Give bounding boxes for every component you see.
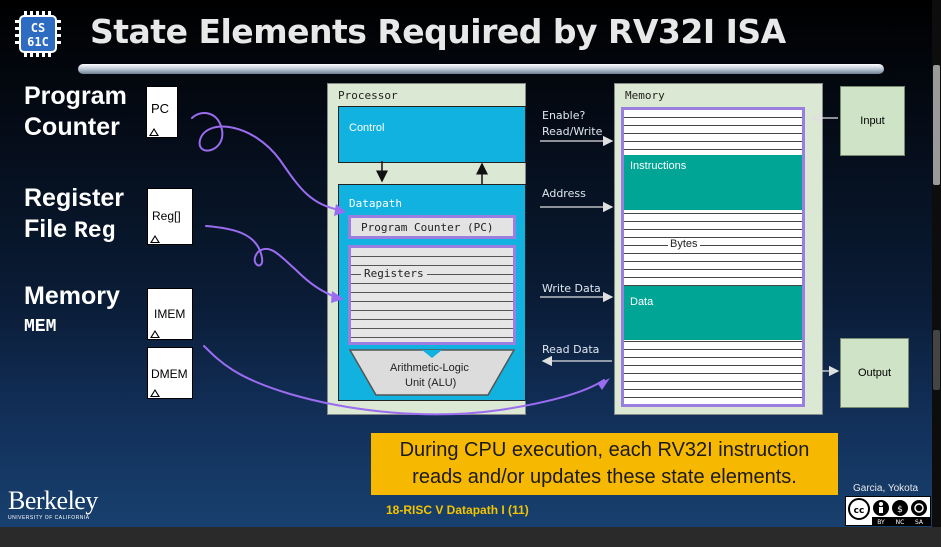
label-counter: Counter <box>24 113 120 141</box>
datapath-label: Datapath <box>349 197 402 210</box>
cc-sa: SA <box>915 519 924 525</box>
processor-title: Processor <box>338 89 398 102</box>
instructions-region: Instructions <box>624 155 802 210</box>
data-region: Data <box>624 286 802 340</box>
cc-text: cc <box>854 506 865 516</box>
imem-box: IMEM <box>147 288 193 340</box>
label-memory: Memory <box>24 282 120 310</box>
cc-icons: cc $ BY NC SA <box>848 498 930 526</box>
control-block: Control <box>338 106 526 163</box>
label-program-counter: Program Counter <box>24 81 127 143</box>
cc-license-badge: cc $ BY NC SA <box>845 496 931 526</box>
ink-pc <box>191 112 341 211</box>
signal-enable-readwrite: Enable? Read/Write <box>542 108 602 140</box>
pc-box-label: PC <box>151 101 170 116</box>
registers-label: Registers <box>361 267 427 280</box>
berkeley-subtitle: UNIVERSITY OF CALIFORNIA <box>8 515 90 521</box>
scrollbar-thumb-secondary[interactable] <box>933 330 940 390</box>
label-mem-mono: MEM <box>24 317 57 337</box>
alu-label-line1: Arithmetic-Logic <box>390 362 469 374</box>
cc-nc: NC <box>896 519 905 525</box>
viewer-scrollbar[interactable] <box>932 0 941 527</box>
data-label: Data <box>630 296 654 308</box>
ink-arrowhead-reg <box>331 291 344 303</box>
cs61c-chip-logo: CS 61C <box>15 11 61 57</box>
dmem-box-label: DMEM <box>151 367 188 381</box>
input-device: Input <box>840 86 905 156</box>
instructions-label: Instructions <box>630 160 687 172</box>
callout-box: During CPU execution, each RV32I instruc… <box>371 433 838 495</box>
scrollbar-thumb[interactable] <box>933 65 940 185</box>
registers-block: Registers <box>348 245 516 345</box>
ink-arrowhead-pc <box>334 204 346 216</box>
slide: CS 61C State Elements Required by RV32I … <box>0 0 932 527</box>
alu-block <box>348 349 516 396</box>
berkeley-logo: Berkeley <box>8 486 98 515</box>
viewer-bottom-bar <box>0 527 941 547</box>
footer-slide-label: 18-RISC V Datapath I (11) <box>386 503 529 517</box>
callout-line2: reads and/or updates these state element… <box>412 466 797 488</box>
signal-write-data-label: Write Data <box>542 282 601 295</box>
logo-text-top: CS <box>31 21 45 35</box>
ink-mem <box>203 345 605 416</box>
signal-enable-label: Enable? <box>542 109 586 122</box>
signal-arrows <box>540 112 840 377</box>
svg-text:$: $ <box>897 505 903 515</box>
signal-read-write-label: Read/Write <box>542 125 603 138</box>
bytes-label: Bytes <box>668 238 700 250</box>
signal-address-label: Address <box>542 187 586 200</box>
reg-file-box: Reg[] <box>147 188 193 245</box>
handwritten-ink <box>191 112 605 416</box>
author-credit: Garcia, Yokota <box>853 483 919 494</box>
title-underline <box>78 64 884 74</box>
signal-read-data-label: Read Data <box>542 343 600 356</box>
control-label: Control <box>349 122 385 134</box>
ink-reg <box>205 225 339 299</box>
alu-label-line2: Unit (ALU) <box>405 377 457 389</box>
callout-line1: During CPU execution, each RV32I instruc… <box>399 439 810 461</box>
logo-text-bottom: 61C <box>27 35 49 49</box>
arrows-overlay <box>191 112 840 416</box>
output-device: Output <box>840 338 909 408</box>
ink-arrowhead-mem <box>598 378 610 390</box>
imem-box-label: IMEM <box>154 307 186 321</box>
memory-title: Memory <box>625 89 665 102</box>
label-file: File <box>24 215 68 243</box>
dmem-box: DMEM <box>147 347 193 399</box>
program-counter-label: Program Counter (PC) <box>361 221 494 234</box>
slide-title: State Elements Required by RV32I ISA <box>90 12 786 51</box>
pc-register-box: PC <box>146 86 178 138</box>
cc-by: BY <box>877 519 885 525</box>
reg-box-label: Reg[] <box>152 209 181 223</box>
program-counter-register: Program Counter (PC) <box>348 215 516 239</box>
label-register-file: Register File Reg <box>24 183 124 247</box>
label-program: Program <box>24 82 127 110</box>
label-reg-mono: Reg <box>74 218 116 244</box>
label-register: Register <box>24 184 125 212</box>
